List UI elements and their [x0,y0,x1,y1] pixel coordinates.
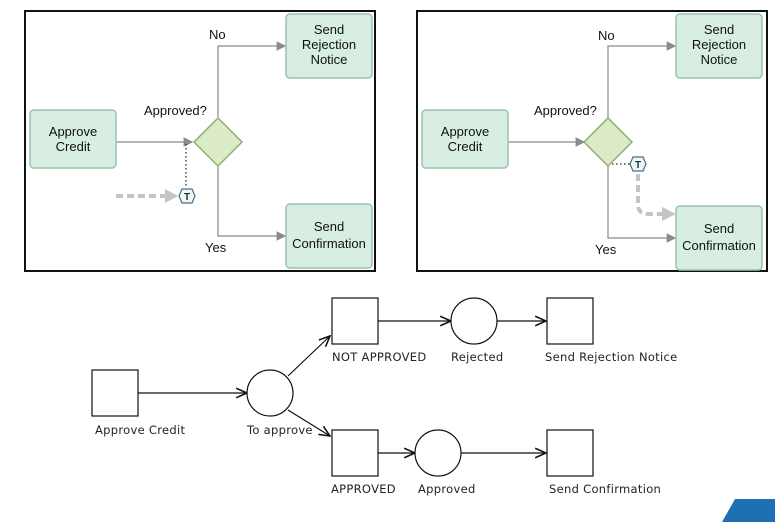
label-not-approved: NOT APPROVED [332,350,427,364]
task-label: Rejection [302,37,356,52]
task-label: Notice [701,52,738,67]
label-send-confirmation: Send Confirmation [549,482,661,496]
no-label: No [209,27,226,42]
gateway-question: Approved? [144,103,207,118]
place-rejected [450,297,498,345]
label-approved-place: Approved [418,482,476,496]
task-send-rejection [285,13,373,79]
arc [287,336,330,377]
timer-marker-icon [178,188,196,204]
transition-approve-credit [91,369,139,417]
timer-marker-label: T [184,192,190,203]
label-approve-credit: Approve Credit [95,423,185,437]
task-label: Confirmation [292,236,366,251]
label-to-approve: To approve [246,423,313,437]
transition-approved [331,429,379,477]
task-send-confirmation [285,203,373,269]
diagram-panel-right: Approve Credit Send Rejection Notice Sen… [416,10,768,272]
task-label: Credit [56,139,91,154]
task-label: Approve [49,124,97,139]
gateway-approved [582,116,634,168]
place-approved [414,429,462,477]
task-label: Send [314,22,344,37]
place-to-approve [246,369,294,417]
dashed-arrow-head [662,207,676,221]
flow-yes [217,166,287,241]
transition-not-approved [331,297,379,345]
bpmn-diagram-right: Approve Credit Send Rejection Notice Sen… [421,13,763,271]
diagram-panel-left: Approve Credit Send Rejection Notice Sen… [24,10,376,272]
arc [287,409,330,436]
gateway-approved [192,116,244,168]
flow-no [217,41,287,118]
task-label: Send [314,219,344,234]
task-label: Send [704,221,734,236]
task-send-rejection [675,13,763,79]
task-label: Confirmation [682,238,756,253]
task-label: Rejection [692,37,746,52]
transition-send-confirmation [546,429,594,477]
no-label: No [598,28,615,43]
yes-label: Yes [595,242,617,257]
corner-decoration [722,499,775,522]
task-send-confirmation [675,205,763,271]
bpmn-diagram-left: Approve Credit Send Rejection Notice Sen… [29,13,373,269]
flow-no [607,41,677,118]
flow-yes [607,166,677,243]
gateway-question: Approved? [534,103,597,118]
task-label: Credit [448,139,483,154]
label-send-rejection-notice: Send Rejection Notice [545,350,678,364]
label-approved-transition: APPROVED [331,482,396,496]
dashed-outgoing-arrow [636,174,664,216]
task-label: Approve [441,124,489,139]
task-approve-credit [421,109,509,169]
timer-marker-icon [629,156,647,172]
task-approve-credit [29,109,117,169]
label-rejected: Rejected [451,350,503,364]
task-label: Send [704,22,734,37]
yes-label: Yes [205,240,227,255]
dashed-arrow-head [165,189,178,203]
transition-send-rejection [546,297,594,345]
task-label: Notice [311,52,348,67]
timer-marker-label: T [635,160,641,171]
